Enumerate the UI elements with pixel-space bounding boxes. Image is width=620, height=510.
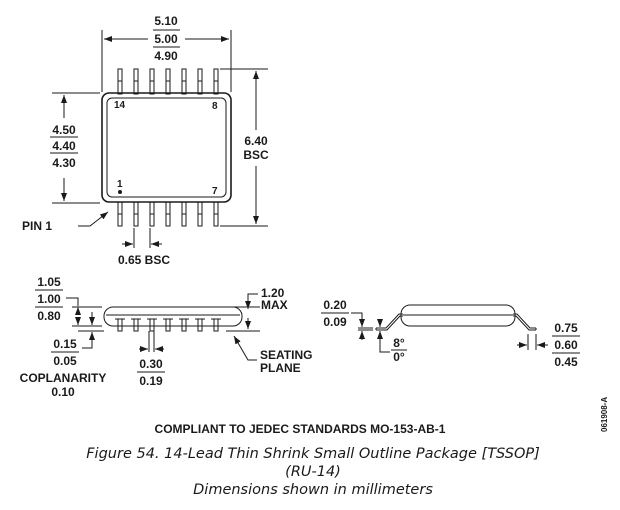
side-leads (115, 318, 221, 332)
thickness-min-label: 0.80 (37, 309, 61, 323)
foot-length-nom-label: 0.60 (554, 338, 578, 352)
body-height-max-label: 4.50 (52, 123, 76, 137)
pin1-leader-line (78, 211, 109, 227)
compliance-note: COMPLIANT TO JEDEC STANDARDS MO-153-AB-1 (155, 422, 446, 436)
side-body-outline (103, 306, 243, 327)
lead-width-max-label: 0.30 (139, 357, 163, 371)
width-min-label: 4.90 (154, 49, 178, 63)
figure-caption-units: Dimensions shown in millimeters (193, 482, 433, 498)
drawing-id: 061908-A (600, 397, 609, 432)
pin-7-label: 7 (212, 186, 218, 197)
seating-label: SEATING (260, 348, 312, 362)
right-gullwing-lead-bottom (513, 315, 536, 331)
pin-1-label: 1 (117, 179, 123, 190)
package-body-inner (106, 97, 227, 198)
figure-caption-title: Figure 54. 14-Lead Thin Shrink Small Out… (86, 446, 540, 462)
thickness-nom-label: 1.00 (37, 292, 61, 306)
foot-length-min-label: 0.45 (554, 355, 578, 369)
body-height-nom-label: 4.40 (52, 139, 76, 153)
pin-8-label: 8 (212, 101, 218, 112)
side-lead (211, 318, 221, 332)
side-lead (115, 318, 125, 332)
side-lead (179, 318, 189, 332)
side-view: 1.05 1.00 0.80 0.15 0.05 COPLANARITY 0.1… (20, 275, 313, 399)
max-height-label: 1.20 (261, 286, 285, 300)
pin-14-label: 14 (114, 100, 126, 111)
width-nom-label: 5.00 (154, 32, 178, 46)
bottom-leads (117, 201, 219, 227)
top-leads (117, 68, 219, 95)
pin1-callout-label: PIN 1 (22, 219, 52, 233)
overall-width-label: 6.40 (244, 134, 268, 148)
lead-thickness-min-label: 0.09 (323, 315, 347, 329)
lead-width-min-label: 0.19 (139, 374, 163, 388)
package-body-outer (101, 92, 232, 203)
angle-max-label: 8° (393, 336, 405, 350)
top-view: 5.10 5.00 4.90 14 8 1 7 4.50 4.40 4.30 6… (22, 14, 269, 267)
width-max-label: 5.10 (154, 14, 178, 28)
side-lead (195, 318, 205, 332)
end-view: 0.20 0.09 8° 0° 0.75 0.60 0.45 (321, 298, 580, 369)
coplanarity-label: COPLANARITY (20, 371, 107, 385)
figure-caption-package-code: (RU-14) (285, 464, 341, 480)
pitch-label: 0.65 BSC (118, 253, 170, 267)
right-gullwing-lead-top (513, 313, 536, 329)
overall-width-bsc-label: BSC (243, 148, 269, 162)
leader-line (247, 293, 258, 299)
leader-line (351, 312, 363, 322)
standoff-max-label: 0.15 (53, 337, 77, 351)
standoff-min-label: 0.05 (53, 354, 77, 368)
body-height-min-label: 4.30 (52, 156, 76, 170)
seating-plane-leader (233, 335, 257, 361)
leader-line (379, 340, 390, 353)
thickness-max-label: 1.05 (37, 275, 61, 289)
side-lead (147, 318, 157, 332)
leader-line (82, 345, 93, 349)
max-height-suffix: MAX (261, 298, 288, 312)
angle-min-label: 0° (393, 350, 405, 364)
coplanarity-value: 0.10 (51, 385, 75, 399)
foot-length-max-label: 0.75 (554, 321, 578, 335)
lead-thickness-max-label: 0.20 (323, 298, 347, 312)
side-lead (163, 318, 173, 332)
side-lead (131, 318, 141, 332)
leader-line (66, 297, 79, 306)
plane-label: PLANE (260, 361, 301, 375)
pin-1-dot (118, 190, 122, 194)
